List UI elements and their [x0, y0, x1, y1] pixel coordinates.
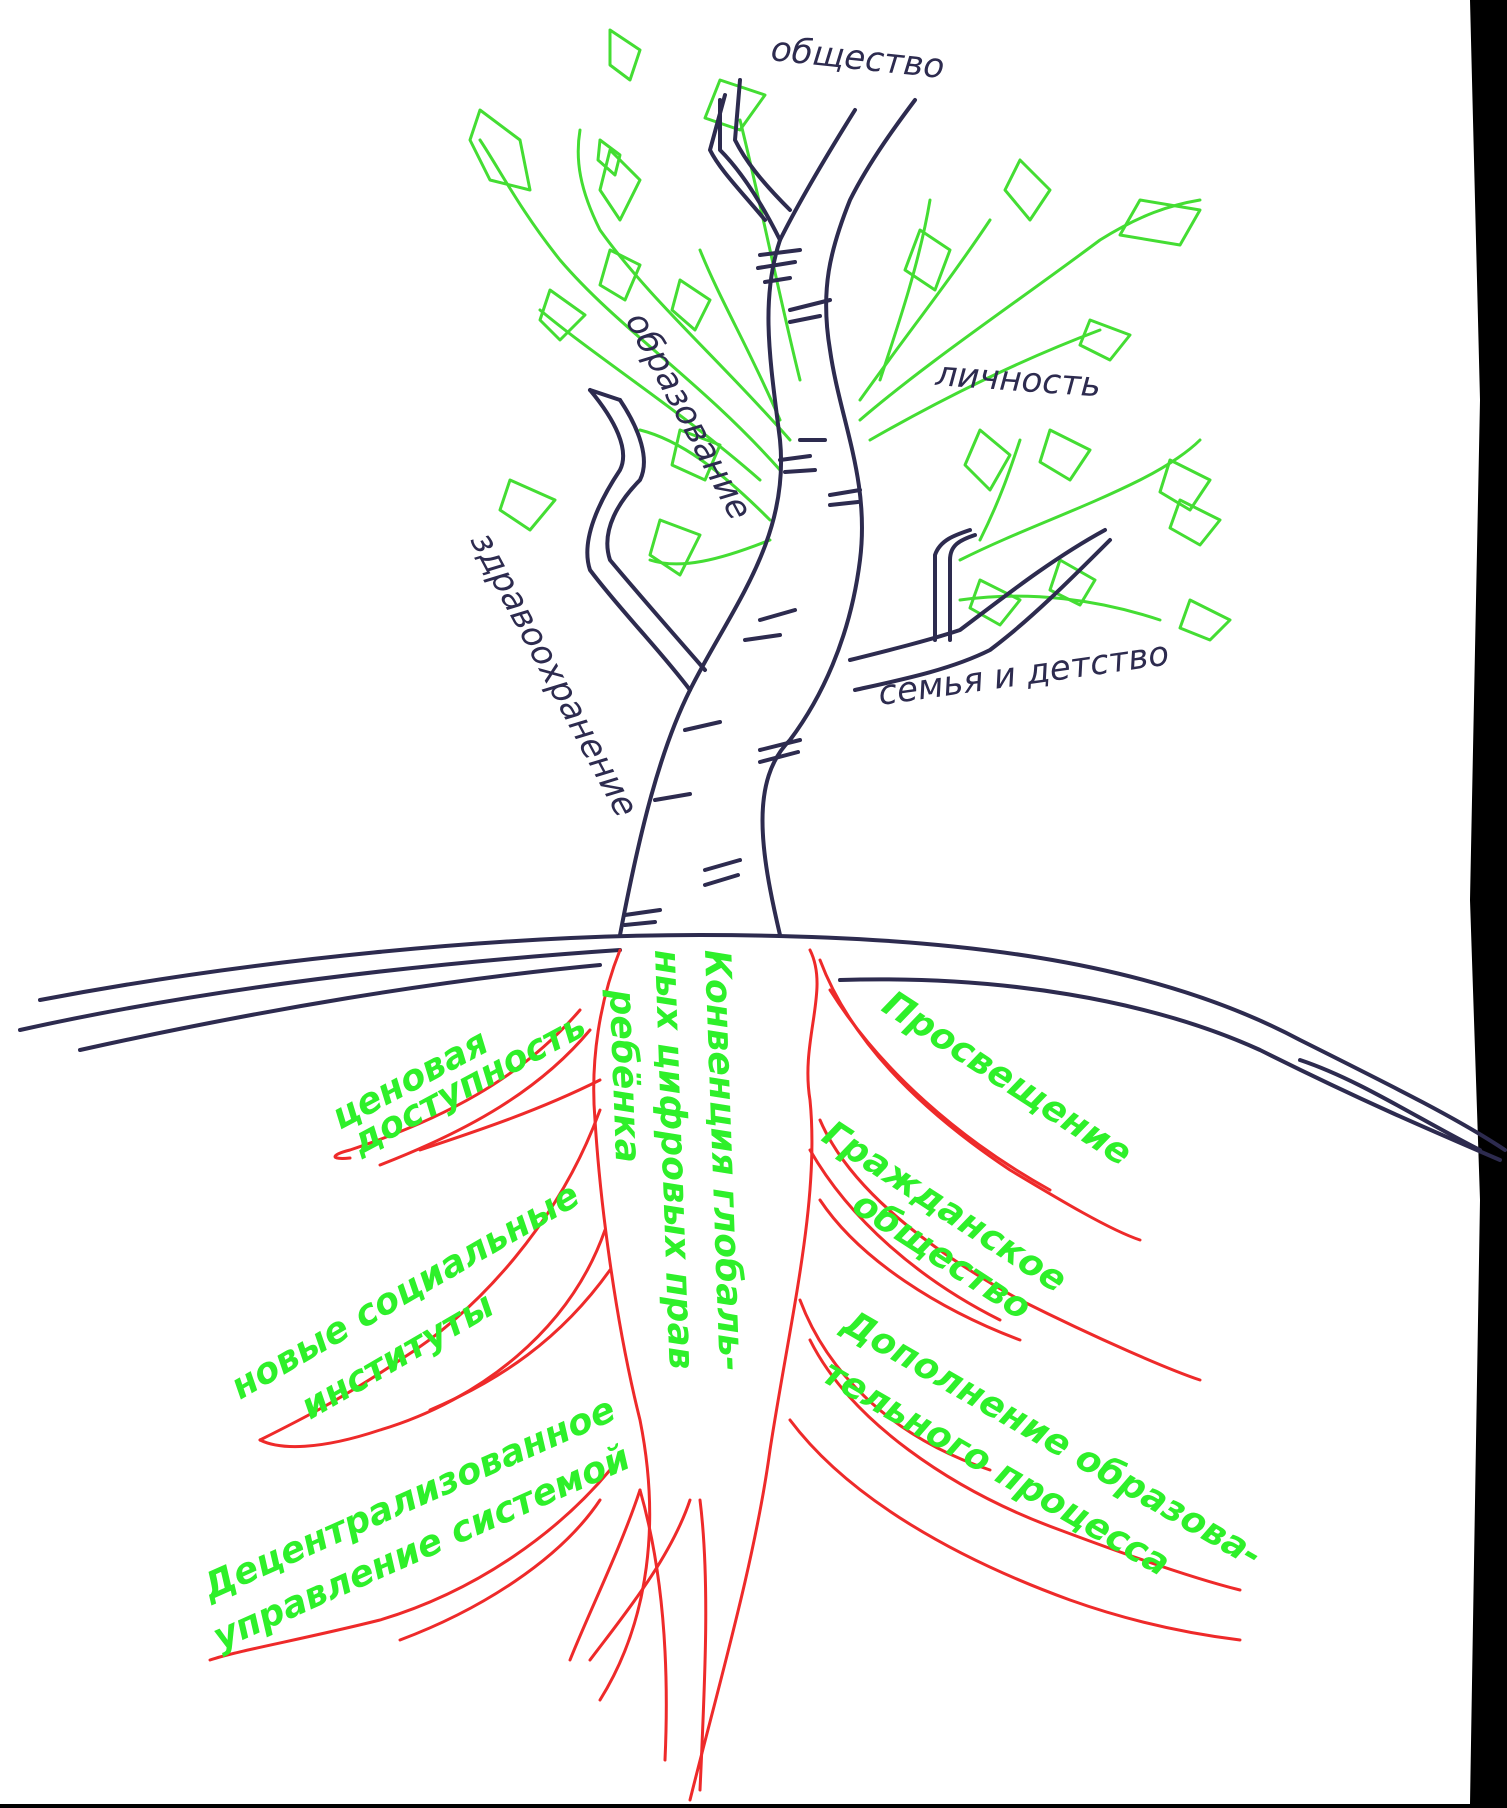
root-label-center-line3: ребёнка — [601, 988, 648, 1164]
